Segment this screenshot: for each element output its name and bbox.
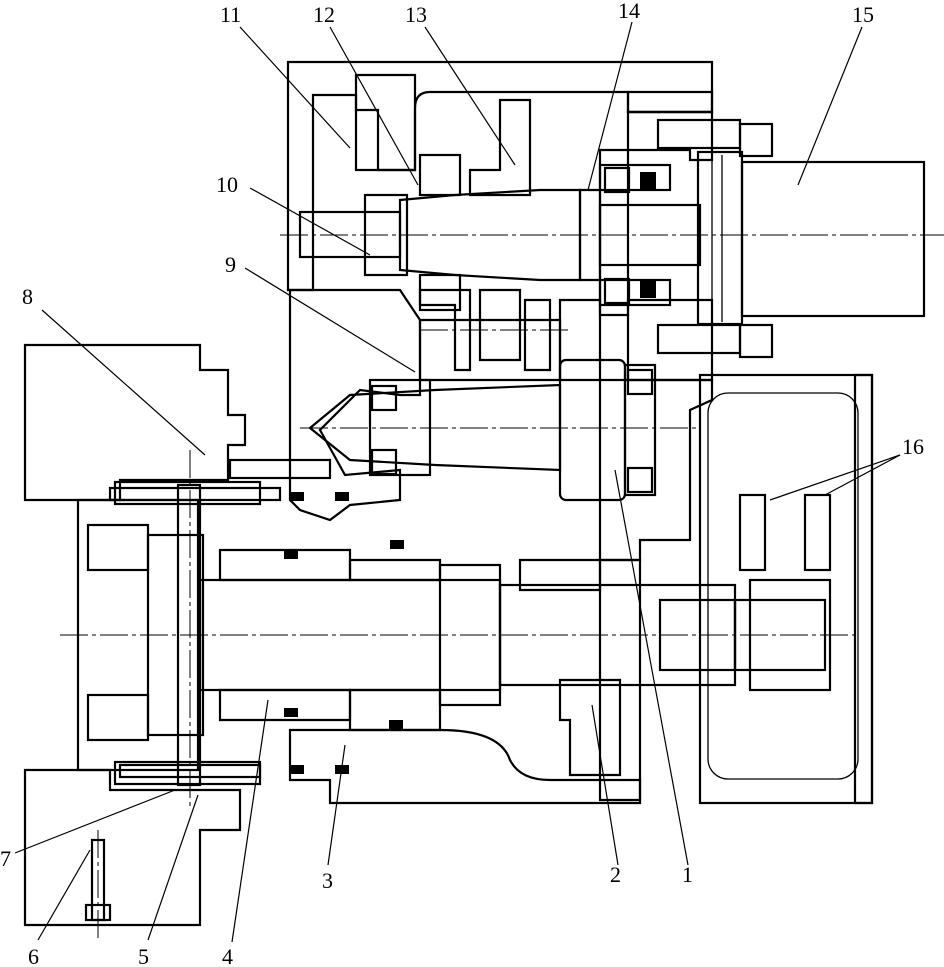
part-labels: 11 12 13 14 15 10 9 8 16 7 3 2 1 6 5 4 bbox=[0, 0, 924, 967]
motor-15 bbox=[696, 150, 926, 326]
base-block-upper bbox=[23, 343, 247, 502]
center-lines bbox=[60, 234, 944, 940]
base-block-lower bbox=[23, 768, 242, 927]
part-label-4: 4 bbox=[222, 944, 233, 967]
part-label-5: 5 bbox=[138, 944, 149, 967]
part-label-13: 13 bbox=[405, 2, 427, 27]
part-label-14: 14 bbox=[618, 0, 640, 23]
motor-bolts bbox=[656, 118, 774, 359]
part-label-3: 3 bbox=[322, 868, 333, 893]
leader-lines bbox=[14, 21, 901, 943]
part-label-8: 8 bbox=[22, 284, 33, 309]
part-label-10: 10 bbox=[216, 172, 238, 197]
lower-housing bbox=[288, 558, 642, 805]
gear-train-middle bbox=[418, 288, 552, 372]
part-label-16: 16 bbox=[902, 434, 924, 459]
part-label-2: 2 bbox=[610, 862, 621, 887]
left-coupling bbox=[76, 480, 262, 787]
pin-bolts bbox=[108, 458, 332, 779]
part-label-9: 9 bbox=[225, 252, 236, 277]
part-label-7: 7 bbox=[0, 846, 11, 871]
part-label-12: 12 bbox=[313, 2, 335, 27]
terminal-box bbox=[698, 373, 874, 805]
part-label-1: 1 bbox=[682, 862, 693, 887]
part-label-15: 15 bbox=[852, 2, 874, 27]
seals bbox=[284, 492, 404, 774]
main-output-shaft bbox=[198, 548, 832, 732]
part-label-6: 6 bbox=[28, 944, 39, 967]
upper-shaft-assembly bbox=[298, 98, 702, 312]
part-label-11: 11 bbox=[220, 2, 241, 27]
